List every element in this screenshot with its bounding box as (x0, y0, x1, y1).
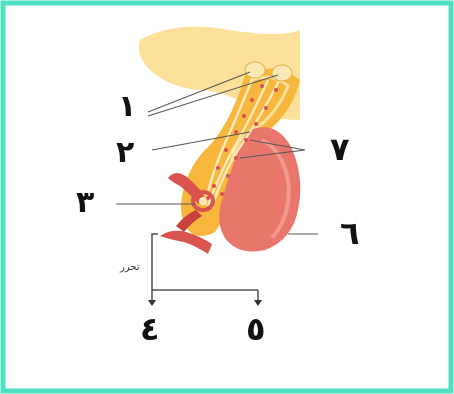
granule (254, 122, 258, 126)
label-1: ١ (118, 89, 136, 124)
label-3: ٣ (76, 185, 94, 220)
granule (264, 106, 268, 110)
granule (244, 138, 248, 142)
granule (234, 130, 238, 134)
neuron-body-left (245, 62, 265, 78)
label-6: ٦ (340, 214, 360, 252)
capillary-core (199, 197, 207, 205)
granule (212, 184, 216, 188)
granule (226, 174, 230, 178)
granule (242, 114, 246, 118)
label-7: ٧ (330, 130, 350, 168)
granule (234, 156, 238, 160)
release-connector (152, 234, 158, 290)
granule (220, 192, 224, 196)
arrow-head-5 (254, 300, 262, 306)
granule (216, 166, 220, 170)
granule (260, 84, 264, 88)
neuron-body-right (272, 65, 292, 81)
arrow-head-4 (148, 300, 156, 306)
granule (274, 88, 278, 92)
granule (250, 98, 254, 102)
label-4: ٤ (140, 310, 160, 348)
granule (224, 148, 228, 152)
label-5: ٥ (246, 310, 266, 348)
label-2: ٢ (116, 135, 134, 170)
release-label: تحرر (119, 262, 140, 273)
